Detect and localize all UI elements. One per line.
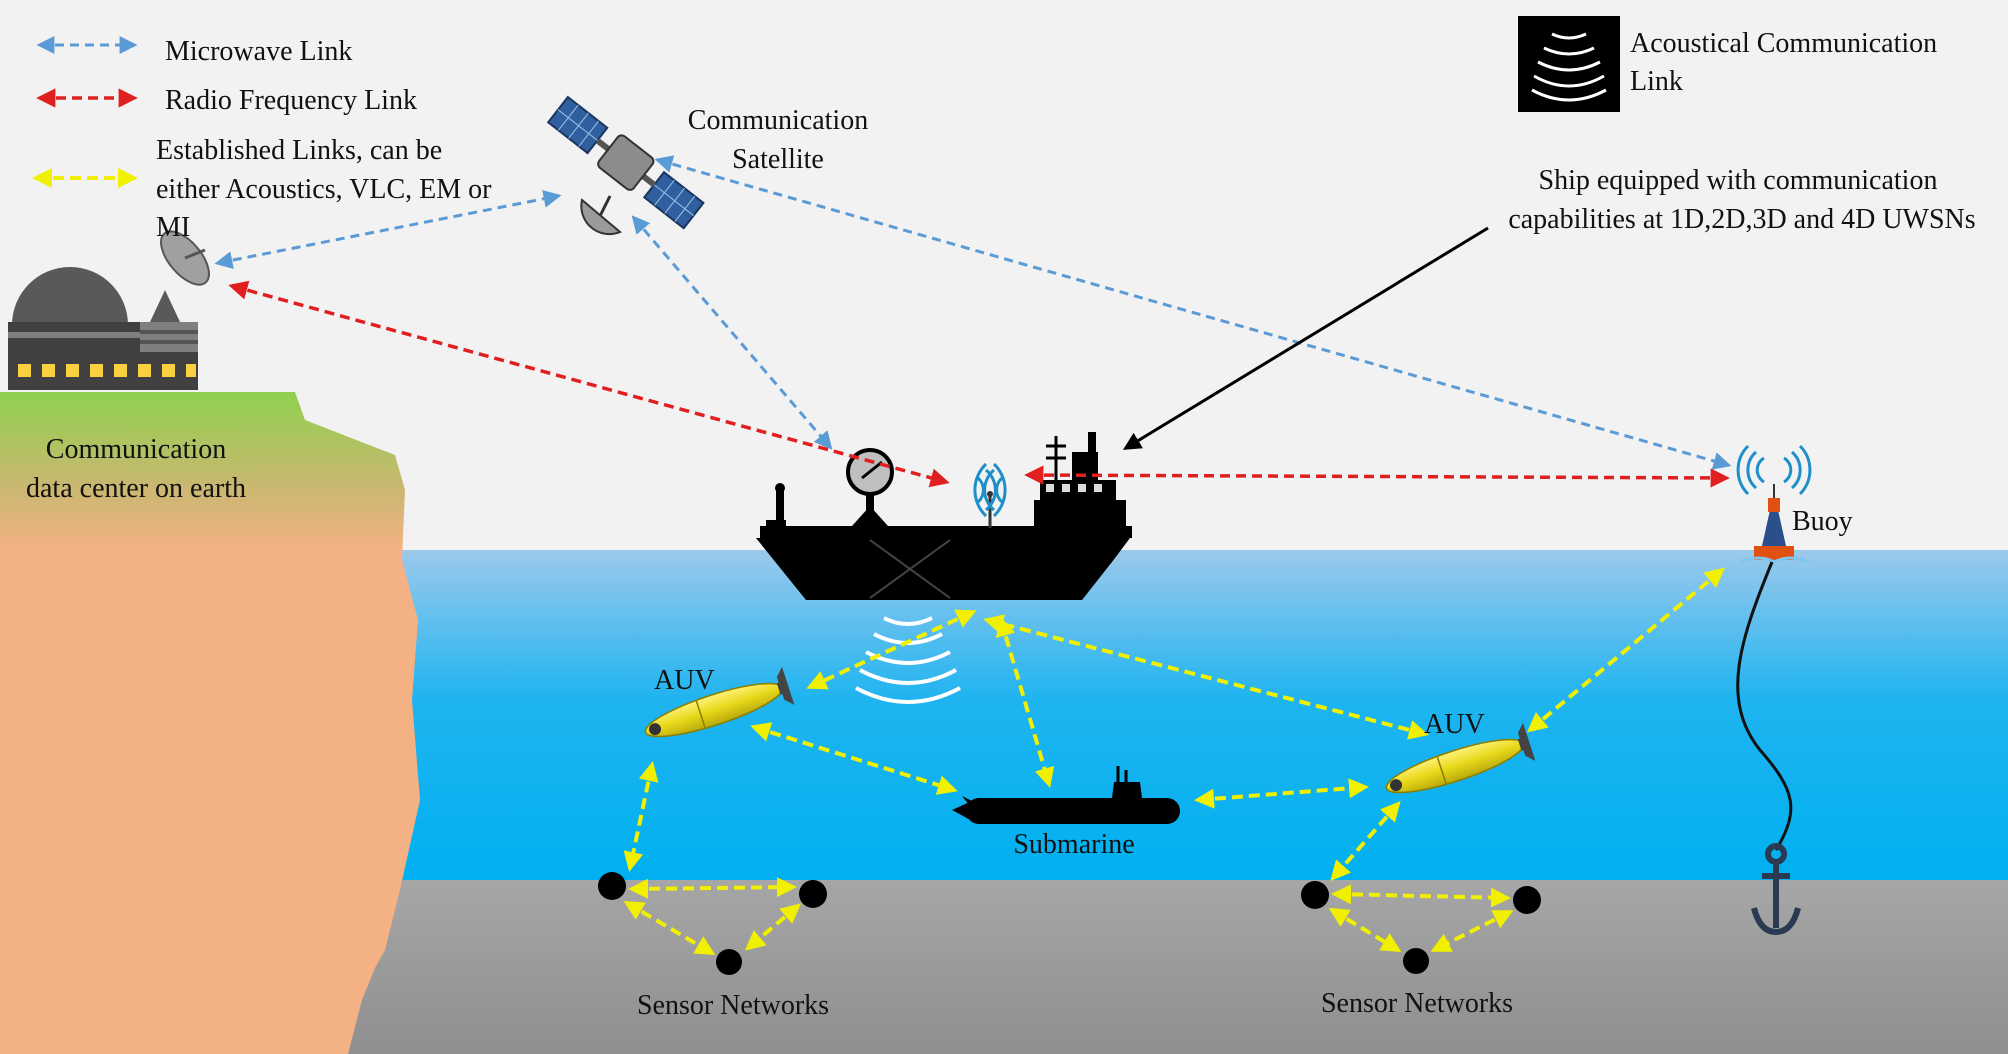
auv-right-icon [1385, 722, 1536, 794]
sensor-node [1513, 886, 1541, 914]
auv-left-label: AUV [654, 665, 715, 696]
established-link-ship-auv-right [983, 614, 1429, 740]
established-link-auv-left-sensors [623, 761, 659, 872]
auv-right-label: AUV [1424, 709, 1485, 740]
established-link-ship-auv-left [806, 609, 977, 690]
sensor-node [799, 880, 827, 908]
ship-label-2: capabilities at 1D,2D,3D and 4D UWSNs [1508, 204, 1975, 235]
sensor-node [716, 949, 742, 975]
established-link-sensor-left-1-2 [628, 877, 797, 899]
microwave-link-satellite-datacenter [214, 189, 562, 270]
rf-link-datacenter-ship [228, 280, 950, 488]
legend-established-label-3: MI [156, 212, 190, 243]
cliff [0, 392, 420, 1054]
submarine-label: Submarine [1013, 829, 1134, 860]
rf-link-ship-buoy [1024, 465, 1730, 488]
satellite-label-1: Communication [688, 105, 868, 136]
auv-left-icon [644, 666, 795, 738]
established-link-sensor-right-1-2 [1331, 884, 1511, 908]
datacenter-label-2: data center on earth [26, 473, 246, 504]
mooring-cable [1736, 561, 1793, 851]
ship-pointer-arrow [1122, 226, 1489, 450]
data-center-icon [8, 230, 210, 390]
legend-microwave-label: Microwave Link [165, 36, 352, 67]
legend-established-label-1: Established Links, can be [156, 135, 442, 166]
microwave-link-satellite-buoy [654, 155, 1732, 470]
legend-established-label-2: either Acoustics, VLC, EM or [156, 174, 492, 205]
datacenter-label-1: Communication [46, 434, 226, 465]
established-link-sensor-right-2-3 [1430, 910, 1514, 952]
sensor-node [1403, 948, 1429, 974]
established-link-sensor-left-2-3 [744, 903, 802, 951]
anchor-icon [1751, 843, 1801, 936]
sensors-left-label: Sensor Networks [637, 990, 829, 1021]
sensor-node [598, 872, 626, 900]
buoy-label: Buoy [1792, 506, 1853, 537]
established-link-sensor-right-1-3 [1328, 907, 1402, 953]
ship-label-1: Ship equipped with communication [1539, 165, 1938, 196]
buoy-icon [1736, 444, 1812, 564]
submarine-icon [952, 766, 1180, 824]
sensor-node [1301, 881, 1329, 909]
established-link-auv-right-buoy [1526, 567, 1726, 733]
sensors-right-label: Sensor Networks [1321, 988, 1513, 1019]
legend-acoustic-icon [1518, 16, 1620, 112]
established-link-submarine-auv-right [1194, 778, 1369, 809]
legend-acoustic-label-1: Acoustical Communication [1630, 28, 1937, 59]
legend-radio-label: Radio Frequency Link [165, 85, 417, 116]
legend-acoustic-waves-icon [1531, 32, 1607, 102]
satellite-label-2: Satellite [732, 144, 824, 175]
legend-acoustic-label-2: Link [1630, 66, 1683, 97]
established-link-auv-left-submarine [750, 722, 958, 795]
